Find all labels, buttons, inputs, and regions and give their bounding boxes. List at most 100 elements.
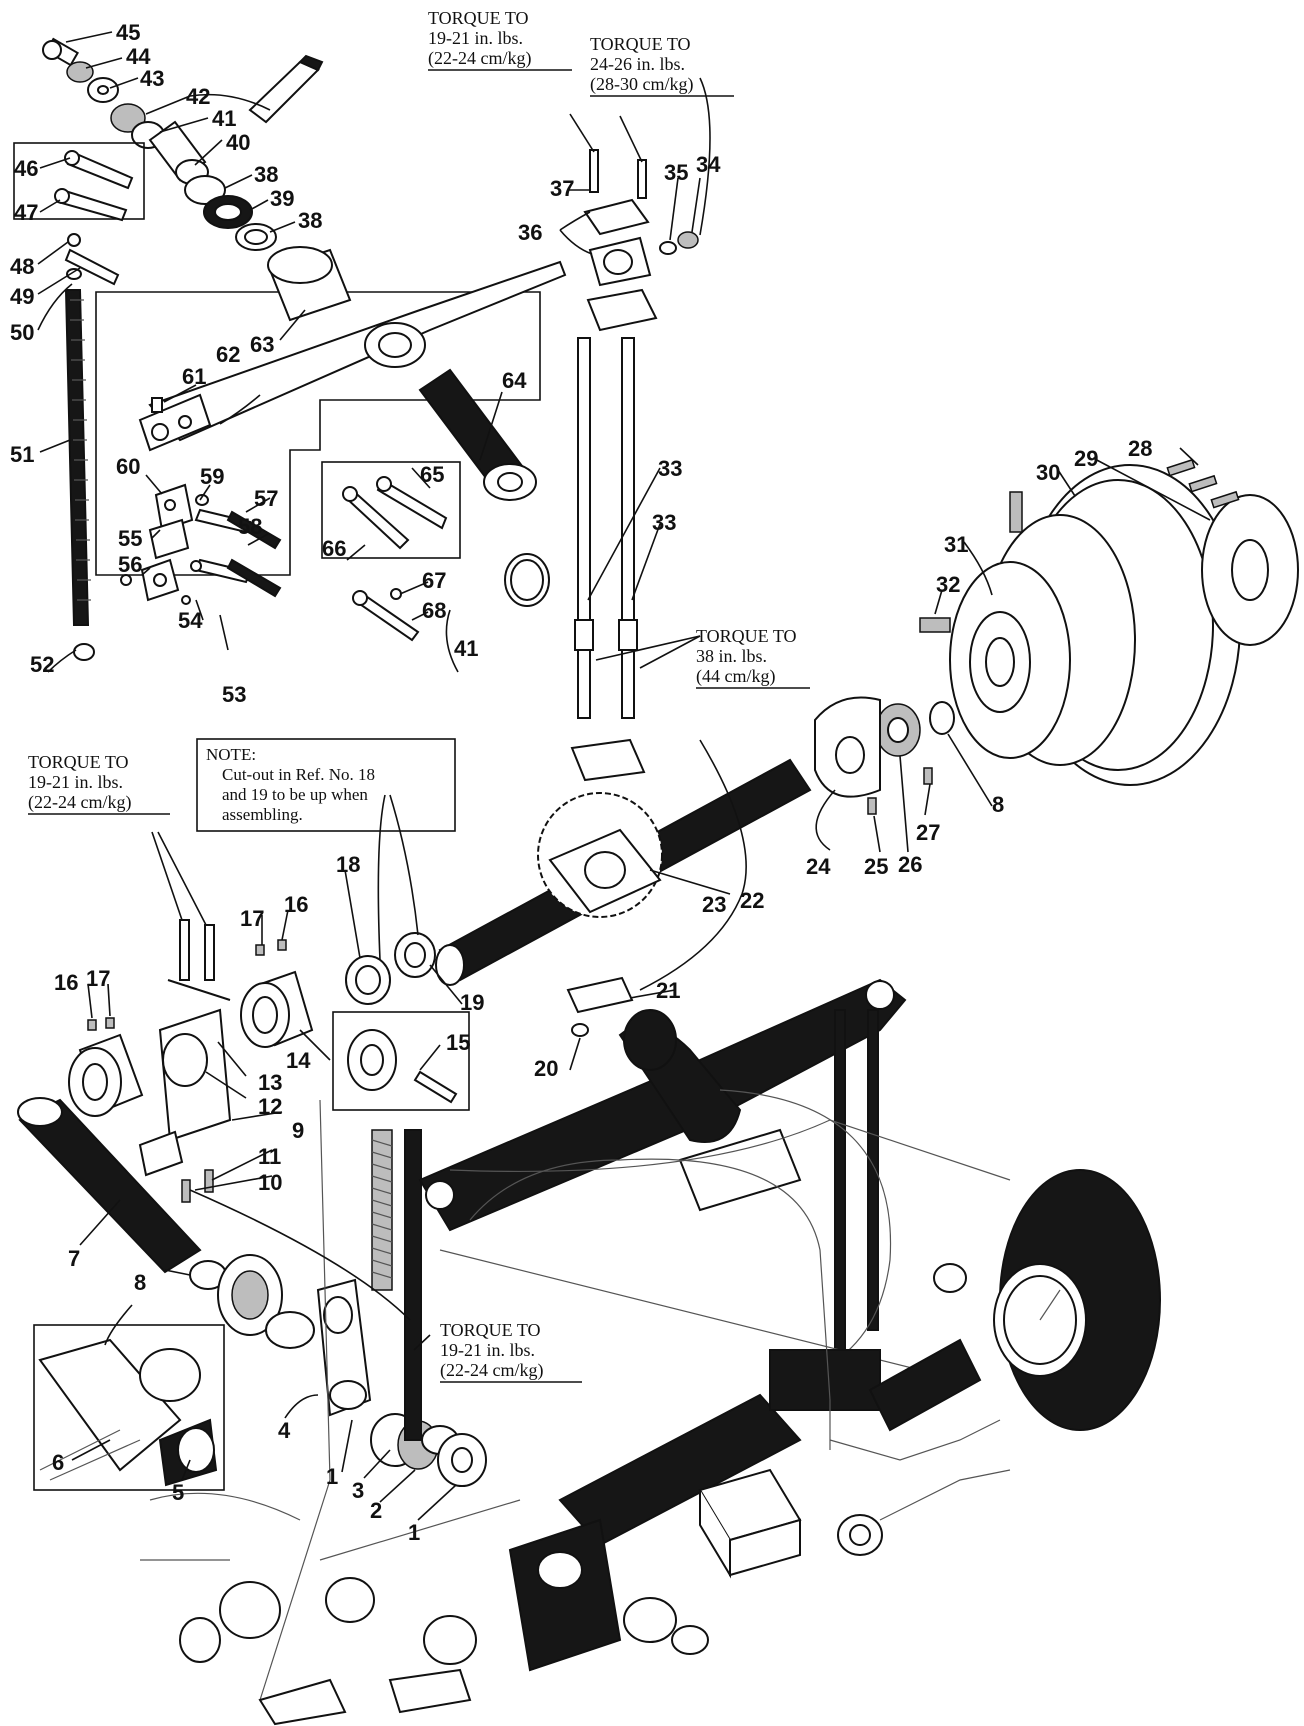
callout-54: 54	[178, 608, 203, 633]
callout-49: 49	[10, 284, 34, 309]
arm-49	[64, 248, 120, 286]
callout-52: 52	[30, 652, 54, 677]
callout-24: 24	[806, 854, 831, 879]
shaft-22	[435, 758, 812, 986]
callout-16b: 16	[54, 970, 78, 995]
torque-note-1: TORQUE TO 19-21 in. lbs. (22-24 cm/kg)	[428, 8, 572, 71]
screws-28	[1166, 458, 1240, 509]
spring-27	[923, 767, 933, 785]
race-38b-inner	[244, 229, 268, 245]
torque-note-4-line-3: (22-24 cm/kg)	[28, 792, 131, 813]
cam-sleeve-26	[875, 703, 921, 757]
callout-39: 39	[270, 186, 294, 211]
torque-note-2-line-2: 24-26 in. lbs.	[590, 54, 685, 74]
spring-25	[867, 797, 877, 815]
bearing-stack-parts	[42, 37, 324, 251]
lever-68	[352, 590, 420, 642]
callout-43: 43	[140, 66, 164, 91]
inset-detail-5-6	[38, 1338, 218, 1487]
callout-31: 31	[944, 532, 968, 557]
torque-note-5-line-3: (22-24 cm/kg)	[440, 1360, 543, 1381]
leader-lines	[37, 31, 1211, 1521]
callout-46: 46	[14, 156, 38, 181]
torque-note-3: TORQUE TO 38 in. lbs. (44 cm/kg)	[696, 626, 810, 689]
callout-55: 55	[118, 526, 142, 551]
callout-61: 61	[182, 364, 206, 389]
inset-box-65-66	[321, 461, 461, 559]
torque-note-5-line-2: 19-21 in. lbs.	[440, 1340, 535, 1360]
lever-47	[54, 188, 128, 222]
lever-46	[64, 150, 134, 190]
callout-19: 19	[460, 990, 484, 1015]
callout-25: 25	[864, 854, 888, 879]
callout-67: 67	[422, 568, 446, 593]
callout-35: 35	[664, 160, 688, 185]
flange-29-hole	[1231, 539, 1269, 601]
handle-bar-42	[248, 60, 320, 124]
collar-18	[345, 955, 391, 1005]
inset-box-15	[332, 1011, 470, 1111]
grip-7	[17, 1097, 202, 1274]
lever-65	[376, 476, 448, 530]
callout-12: 12	[258, 1094, 282, 1119]
linkage-parts-54-61	[120, 397, 282, 605]
callout-68: 68	[422, 598, 446, 623]
torque-note-2-line-1: TORQUE TO	[590, 34, 691, 54]
callout-6: 6	[52, 1450, 64, 1475]
callout-9: 9	[292, 1118, 304, 1143]
callout-17a: 17	[240, 906, 264, 931]
callout-44: 44	[126, 44, 151, 69]
note-line-1: Cut-out in Ref. No. 18	[222, 765, 375, 784]
callout-53: 53	[222, 682, 246, 707]
note-line-2: and 19 to be up when	[222, 785, 368, 804]
callout-1b: 1	[408, 1520, 420, 1545]
pulley-30	[949, 464, 1241, 786]
callout-20: 20	[534, 1056, 558, 1081]
callout-37: 37	[550, 176, 574, 201]
callout-17b: 17	[86, 966, 110, 991]
rocker-arm-62	[138, 246, 567, 452]
callout-36: 36	[518, 220, 542, 245]
collar-19	[394, 932, 436, 978]
callout-15: 15	[446, 1030, 470, 1055]
callout-48: 48	[10, 254, 34, 279]
callout-41a: 41	[212, 106, 236, 131]
collar-left	[68, 1033, 144, 1117]
torque-note-3-line-3: (44 cm/kg)	[696, 666, 775, 687]
callout-5: 5	[172, 1480, 184, 1505]
rod-clamp-36	[583, 149, 699, 332]
callout-29: 29	[1074, 446, 1098, 471]
note-heading: NOTE:	[206, 745, 256, 764]
callout-34: 34	[696, 152, 721, 177]
callout-45: 45	[116, 20, 140, 45]
callout-30: 30	[1036, 460, 1060, 485]
callout-63: 63	[250, 332, 274, 357]
torque-note-3-line-1: TORQUE TO	[696, 626, 797, 646]
inset-box-46-47	[13, 142, 145, 220]
callout-59: 59	[200, 464, 224, 489]
callout-64: 64	[502, 368, 527, 393]
callout-11: 11	[258, 1144, 281, 1169]
callout-66: 66	[322, 536, 346, 561]
callout-47: 47	[14, 200, 38, 225]
callout-41b: 41	[454, 636, 478, 661]
callout-14: 14	[286, 1048, 311, 1073]
torque-note-1-line-3: (22-24 cm/kg)	[428, 48, 531, 69]
race-38a	[184, 175, 226, 205]
bearing-parts-1-4	[217, 1254, 487, 1487]
callout-23: 23	[702, 892, 726, 917]
callout-60: 60	[116, 454, 140, 479]
callout-65: 65	[420, 462, 444, 487]
torque-note-1-line-2: 19-21 in. lbs.	[428, 28, 523, 48]
callout-18: 18	[336, 852, 360, 877]
callout-28: 28	[1128, 436, 1152, 461]
callout-26: 26	[898, 852, 922, 877]
inset-box-5-6	[33, 1324, 225, 1491]
callout-33b: 33	[652, 510, 676, 535]
assembly-note: NOTE: Cut-out in Ref. No. 18 and 19 to b…	[196, 738, 456, 832]
collar-15	[347, 1029, 458, 1104]
callout-42: 42	[186, 84, 210, 109]
collar-14	[240, 970, 314, 1048]
callout-40: 40	[226, 130, 250, 155]
callout-8b: 8	[134, 1270, 146, 1295]
